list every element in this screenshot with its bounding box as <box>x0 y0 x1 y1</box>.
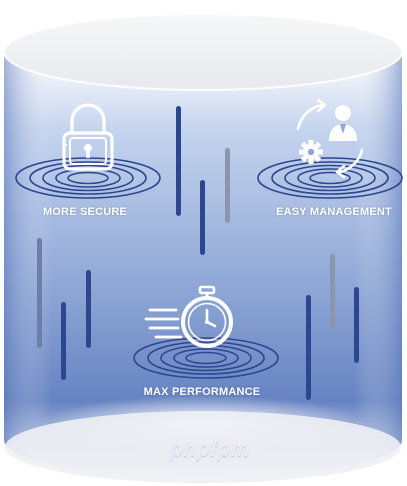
user-sync-icon <box>296 98 364 179</box>
feature-label-max-performance: MAX PERFORMANCE <box>143 386 261 398</box>
stopwatch-icon <box>144 285 233 348</box>
bar <box>37 238 42 348</box>
feature-label-more-secure: MORE SECURE <box>42 206 128 218</box>
feature-label-easy-management: EASY MANAGEMENT <box>276 206 392 218</box>
bar <box>86 270 91 348</box>
bar <box>225 148 230 223</box>
bar <box>354 287 359 363</box>
bar <box>61 302 66 380</box>
bar <box>330 254 335 330</box>
bar <box>200 180 205 255</box>
cylinder-top <box>4 14 402 90</box>
brand-watermark: phpfpm <box>170 438 250 461</box>
ripple-performance <box>133 337 279 379</box>
ripple-management <box>257 157 403 199</box>
cylinder-bottom-base <box>5 411 401 483</box>
data-bars <box>37 106 359 400</box>
bar <box>176 106 181 216</box>
padlock-icon <box>62 103 114 171</box>
bar <box>306 295 311 400</box>
